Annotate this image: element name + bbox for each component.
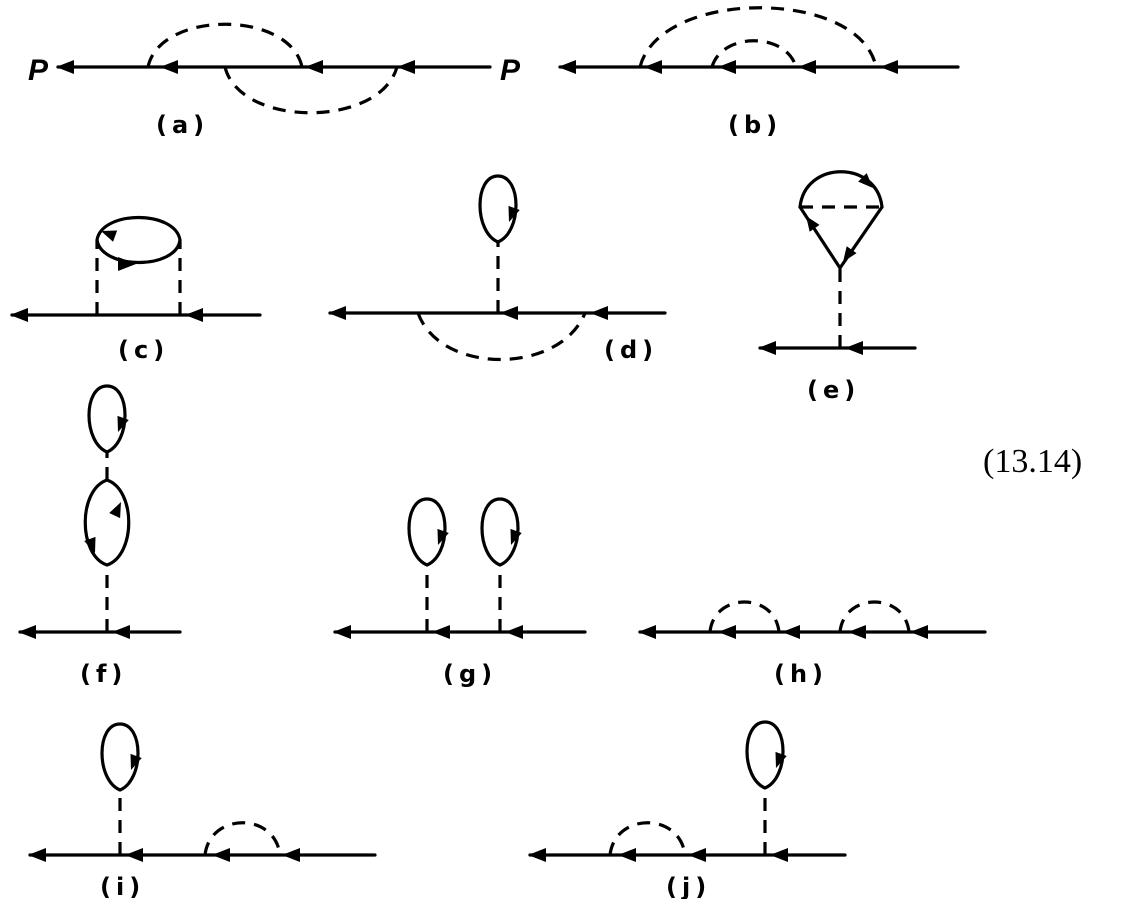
boson-line-arc	[203, 821, 282, 856]
arrow-left	[848, 625, 866, 639]
arrow-up	[109, 499, 127, 519]
diagram-f: (f)	[18, 386, 182, 688]
arrow-left	[212, 848, 230, 862]
diagram-i: (i)	[28, 724, 377, 899]
arrow-left	[618, 848, 636, 862]
diagram-label-f: (f)	[80, 660, 127, 688]
arrow-left	[505, 625, 523, 639]
boson-line-outer	[638, 6, 878, 68]
boson-line-lower	[416, 312, 587, 362]
arrow-left	[798, 60, 816, 74]
tadpole-loop	[89, 386, 129, 452]
boson-line-arc	[608, 821, 687, 856]
boson-line-lower	[223, 66, 399, 115]
diagram-b: (b)	[558, 6, 960, 139]
tadpole-loop	[747, 722, 787, 788]
arrow-left	[688, 848, 706, 862]
arrow-left	[397, 60, 415, 74]
arrow-left	[910, 625, 928, 639]
arrow-left	[638, 625, 656, 639]
diagram-label-g: (g)	[443, 660, 497, 688]
boson-line-inner	[710, 39, 798, 68]
diagram-e: (e)	[758, 170, 917, 404]
equation-number: (13.14)	[983, 443, 1082, 480]
arrow-left	[590, 306, 608, 320]
arrow-left	[558, 60, 576, 74]
arrow-left	[432, 625, 450, 639]
arrow-left	[528, 848, 546, 862]
arrow-left	[112, 625, 130, 639]
arrow-left	[500, 306, 518, 320]
arrow-left	[125, 848, 143, 862]
arrow-left	[718, 625, 736, 639]
diagram-label-b: (b)	[728, 111, 782, 139]
arrow-left	[10, 308, 28, 322]
arrow-left	[328, 306, 346, 320]
arrow-left	[758, 341, 776, 355]
arrow-left	[56, 60, 74, 74]
boson-line-upper	[146, 22, 304, 68]
fermion-triangle	[798, 205, 884, 270]
diagram-label-e: (e)	[807, 376, 860, 404]
arrow-left	[845, 341, 863, 355]
boson-line-left	[708, 600, 781, 633]
fermion-arc	[798, 170, 884, 209]
arrow-loop	[98, 225, 118, 242]
diagram-g: (g)	[333, 499, 587, 688]
arrow-loop	[118, 257, 136, 271]
fermion-bubble	[83, 478, 131, 567]
tadpole-loop	[409, 499, 449, 565]
diagram-label-h: (h)	[774, 660, 828, 688]
arrow-left	[333, 625, 351, 639]
boson-line-right	[838, 600, 911, 633]
tadpole-loop	[480, 176, 520, 242]
arrow-left	[718, 60, 736, 74]
diagram-c: (c)	[10, 215, 262, 364]
diagram-label-i: (i)	[100, 873, 145, 899]
arrow-left	[18, 625, 36, 639]
diagram-label-a: (a)	[156, 111, 209, 139]
diagram-a: P P (a)	[28, 22, 521, 139]
tadpole-loop	[482, 499, 522, 565]
diagram-label-d: (d)	[604, 336, 658, 364]
arrow-left	[644, 60, 662, 74]
arrow-left	[305, 60, 323, 74]
arrow-left	[28, 848, 46, 862]
arrow-left	[282, 848, 300, 862]
diagram-j: (j)	[528, 722, 847, 899]
diagram-label-c: (c)	[118, 336, 169, 364]
fermion-loop	[95, 215, 182, 265]
arrow-left	[880, 60, 898, 74]
diagram-h: (h)	[638, 600, 987, 688]
diagram-d: (d)	[328, 176, 667, 364]
arrow-left	[185, 308, 203, 322]
arrow-left	[782, 625, 800, 639]
tadpole-loop	[102, 724, 142, 790]
momentum-label-right: P	[500, 54, 521, 87]
momentum-label-left: P	[28, 54, 49, 87]
arrow-left	[160, 60, 178, 74]
arrow-left	[770, 848, 788, 862]
diagram-label-j: (j)	[666, 873, 711, 899]
